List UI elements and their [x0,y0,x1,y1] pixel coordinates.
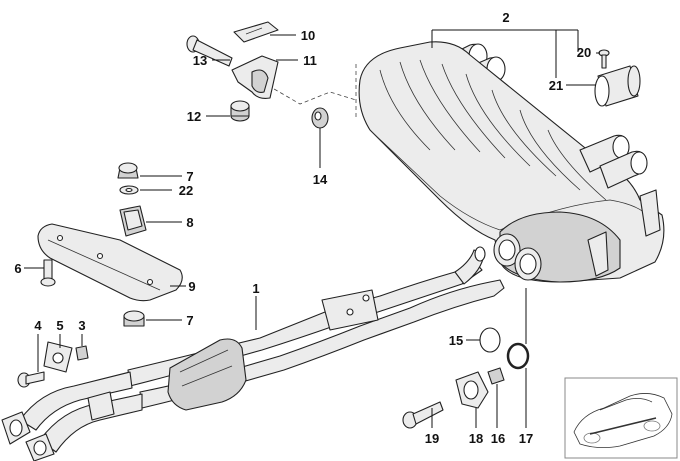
car-location-thumbnail [564,377,678,459]
plate-10 [233,21,279,43]
washer-22 [119,185,139,195]
callout-9: 9 [188,279,195,294]
nut-7-bottom [123,310,145,327]
callout-6: 6 [14,261,21,276]
callout-18: 18 [469,431,483,446]
gasket-5 [43,341,73,373]
callout-4: 4 [34,318,42,333]
tailpipe-trim-21 [594,65,641,107]
callout-2: 2 [502,10,509,25]
callout-10: 10 [301,28,315,43]
callout-labels: 1 2 3 4 5 6 7 7 8 9 10 11 12 13 14 15 16… [14,10,591,446]
bolt-4 [17,371,45,388]
callout-16: 16 [491,431,505,446]
grommet-14 [311,107,329,129]
rubber-mount-8 [119,205,147,237]
callout-7-top: 7 [186,169,193,184]
nut-3 [75,345,89,361]
rear-silencer [261,41,665,283]
callout-17: 17 [519,431,533,446]
callout-8: 8 [186,215,193,230]
callout-13: 13 [193,53,207,68]
callout-19: 19 [425,431,439,446]
callout-5: 5 [56,318,63,333]
nut-7-top [117,162,139,179]
screw-20 [598,49,610,69]
hanger-11 [231,55,279,99]
heat-shield-9 [37,223,183,302]
callout-1: 1 [252,281,259,296]
rubber-mount-12 [230,100,250,122]
callout-11: 11 [303,53,317,68]
callout-21: 21 [549,78,563,93]
nut-16 [487,367,505,385]
leader-lines [24,29,600,428]
seal-ring-15 [479,327,501,353]
seal-ring-17 [506,342,530,370]
callout-22: 22 [179,183,193,198]
flange-18 [455,371,489,409]
callout-20: 20 [577,45,591,60]
callout-7-bottom: 7 [186,313,193,328]
callout-3: 3 [78,318,85,333]
callout-15: 15 [449,333,463,348]
front-pipe [1,246,505,461]
callout-14: 14 [313,172,328,187]
bolt-6 [40,259,56,287]
bolt-19 [402,401,444,429]
callout-12: 12 [187,109,201,124]
